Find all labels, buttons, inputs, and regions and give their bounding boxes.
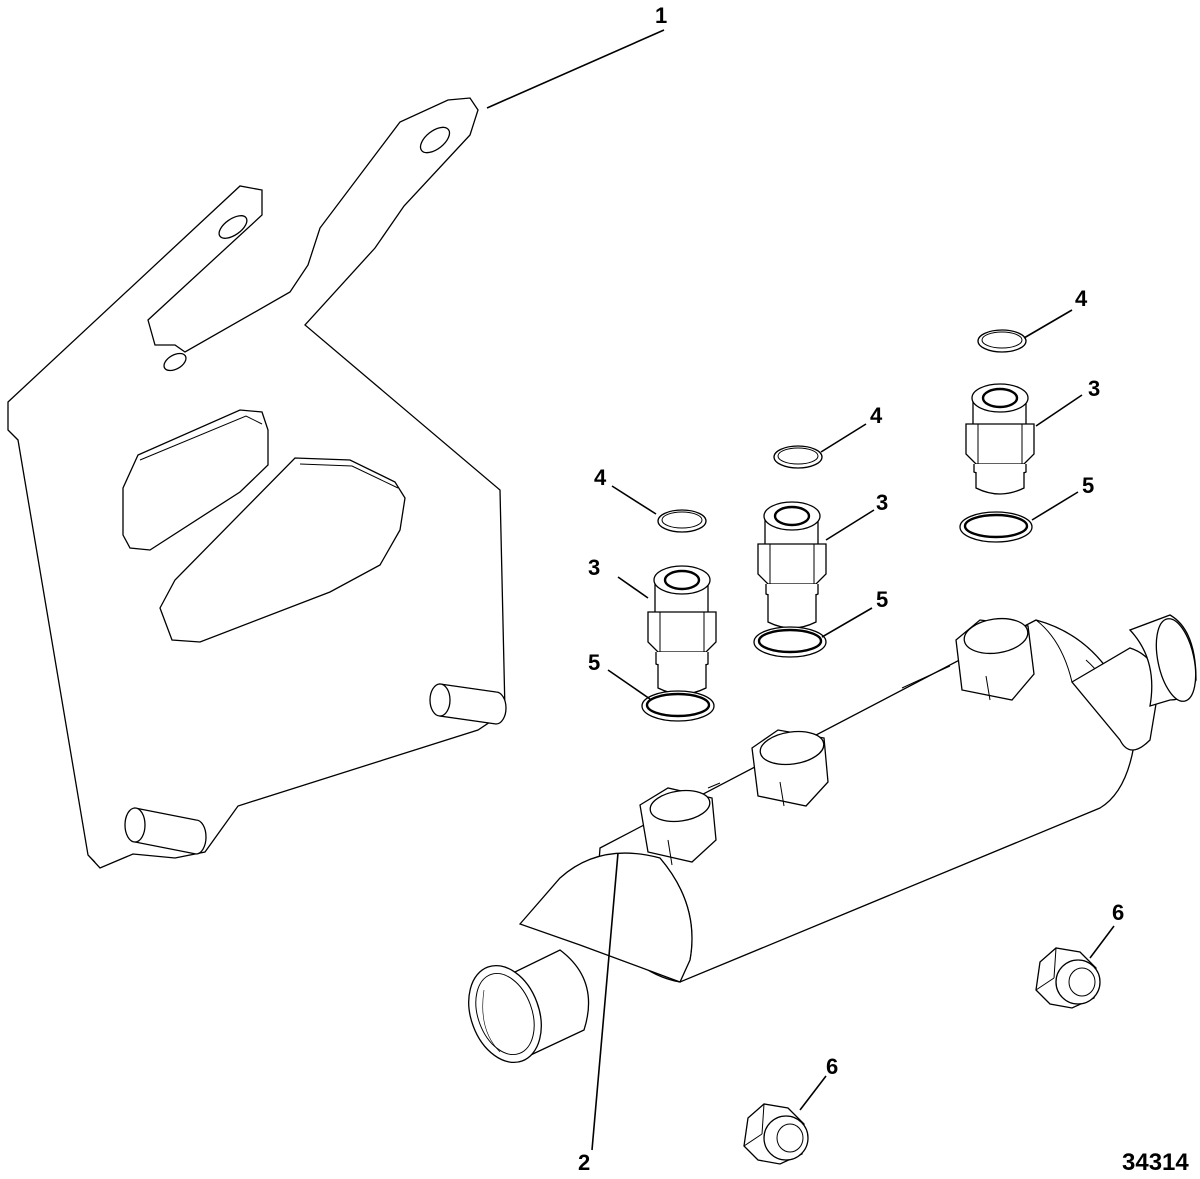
callout-fitting-middle: 3 bbox=[876, 490, 888, 515]
callouts: 1 2 3 3 3 4 4 4 5 5 5 6 6 34314 bbox=[578, 3, 1189, 1176]
leader-lines bbox=[486, 29, 1115, 1151]
small-oring-left bbox=[657, 509, 707, 533]
nut-right bbox=[1035, 947, 1101, 1009]
callout-cooler: 2 bbox=[578, 1150, 590, 1175]
mounting-bracket bbox=[7, 97, 507, 869]
callout-small-oring-left: 4 bbox=[594, 465, 607, 490]
small-oring-right bbox=[977, 329, 1027, 353]
hex-boss-3 bbox=[955, 617, 1035, 701]
callout-nut-bottom: 6 bbox=[826, 1054, 838, 1079]
callout-large-oring-right: 5 bbox=[1082, 473, 1094, 498]
large-oring-left bbox=[641, 690, 715, 722]
large-oring-middle bbox=[753, 626, 827, 658]
callout-fitting-right: 3 bbox=[1088, 376, 1100, 401]
nut-bottom bbox=[743, 1103, 809, 1165]
callout-large-oring-left: 5 bbox=[588, 650, 600, 675]
fitting-left bbox=[647, 565, 717, 695]
callout-bracket: 1 bbox=[655, 3, 667, 28]
callout-nut-right: 6 bbox=[1112, 900, 1124, 925]
fitting-middle bbox=[757, 501, 827, 629]
callout-large-oring-middle: 5 bbox=[876, 587, 888, 612]
callout-small-oring-right: 4 bbox=[1075, 286, 1088, 311]
figure-number: 34314 bbox=[1122, 1149, 1189, 1176]
large-oring-right bbox=[959, 511, 1033, 543]
fitting-right bbox=[965, 383, 1035, 495]
cooler-body bbox=[468, 614, 1197, 1064]
callout-fitting-left: 3 bbox=[588, 555, 600, 580]
hex-boss-2 bbox=[751, 729, 829, 807]
callout-small-oring-middle: 4 bbox=[870, 403, 883, 428]
hex-boss-1 bbox=[639, 787, 717, 866]
small-oring-middle bbox=[773, 445, 823, 469]
